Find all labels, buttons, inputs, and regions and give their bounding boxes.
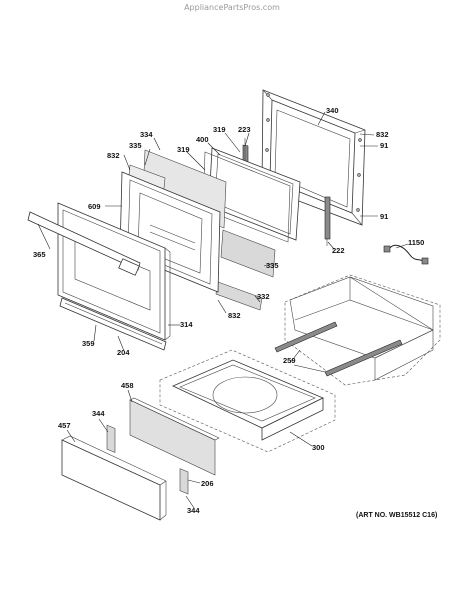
part-drawer-slides-259 xyxy=(274,321,403,377)
part-drawer-300 xyxy=(159,349,336,453)
callout-335-top: 335 xyxy=(129,141,142,150)
callout-832-left: 832 xyxy=(107,151,120,160)
callout-223: 223 xyxy=(238,125,251,134)
callout-832-top: 832 xyxy=(376,130,389,139)
callout-204: 204 xyxy=(117,348,130,357)
callout-457: 457 xyxy=(58,421,71,430)
part-hinge-222 xyxy=(324,196,331,246)
callout-206: 206 xyxy=(201,479,214,488)
callout-335-right: 335 xyxy=(266,261,279,270)
callout-319-top: 319 xyxy=(213,125,226,134)
part-wire-harness-1150 xyxy=(383,244,429,265)
callout-319-mid: 319 xyxy=(177,145,190,154)
part-insulation-335-right xyxy=(220,229,276,278)
callout-334: 334 xyxy=(140,130,153,139)
callout-365: 365 xyxy=(33,250,46,259)
part-bottom-trim-359 xyxy=(59,297,167,351)
callout-300: 300 xyxy=(312,443,325,452)
callout-458: 458 xyxy=(121,381,134,390)
callout-259: 259 xyxy=(283,356,296,365)
leader-lines xyxy=(37,111,409,509)
part-drawer-frame xyxy=(284,274,441,386)
art-number: (ART NO. WB15512 C16) xyxy=(356,512,438,519)
part-drawer-front-457 xyxy=(61,435,167,521)
callout-359: 359 xyxy=(82,339,95,348)
part-handle-365 xyxy=(27,211,141,276)
part-bracket-344-bottom xyxy=(179,468,189,495)
part-bracket-344-top xyxy=(106,424,116,453)
callout-609: 609 xyxy=(88,202,101,211)
callout-332: 332 xyxy=(257,292,270,301)
callout-344-bottom: 344 xyxy=(187,506,200,515)
callout-400: 400 xyxy=(196,135,209,144)
callout-222: 222 xyxy=(332,246,345,255)
callout-1150: 1150 xyxy=(408,238,424,247)
callout-91-bottom: 91 xyxy=(380,212,388,221)
callout-labels: 340 832 91 223 319 400 334 335 832 319 6… xyxy=(33,106,424,515)
callout-314: 314 xyxy=(180,320,193,329)
callout-832-bottom: 832 xyxy=(228,311,241,320)
site-watermark: AppliancePartsPros.com xyxy=(184,3,280,12)
part-drawer-panel-458 xyxy=(129,397,220,476)
callout-91-top: 91 xyxy=(380,141,388,150)
callout-340: 340 xyxy=(326,106,339,115)
callout-344-top: 344 xyxy=(92,409,105,418)
